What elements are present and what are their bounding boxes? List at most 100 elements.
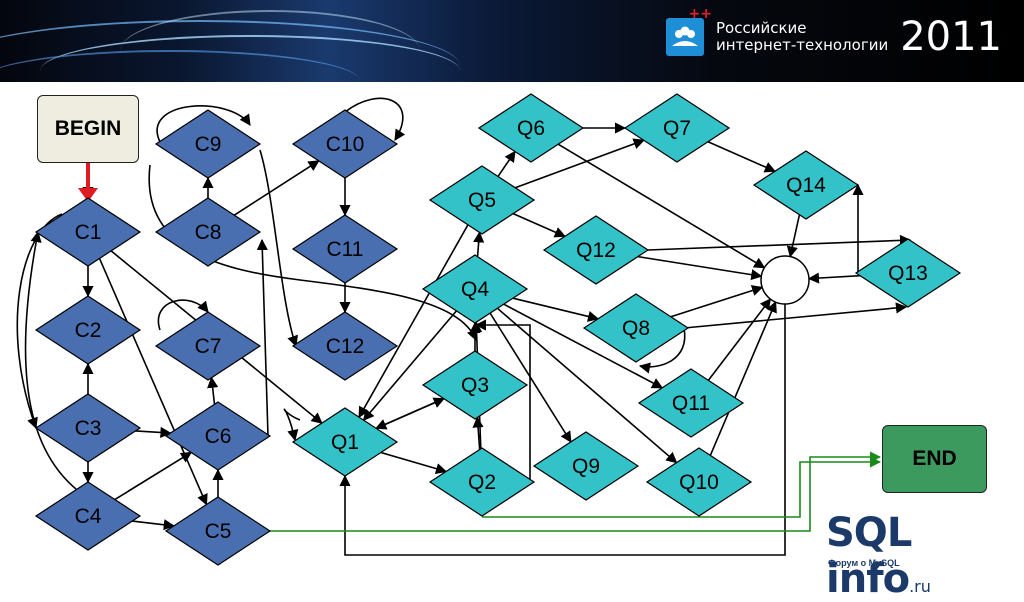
node-shape: [291, 109, 399, 179]
edge-q4-q11: [503, 303, 664, 389]
edge-c10-self-loop: [344, 97, 406, 141]
node-label: C7: [195, 335, 222, 358]
edge-q5-q12: [512, 212, 566, 238]
node-shape: [164, 496, 272, 566]
edge-c4-c1-loop: [24, 230, 89, 499]
node-c1: C1: [34, 197, 142, 267]
node-q14: Q14: [752, 150, 860, 220]
node-shape: [582, 293, 690, 363]
edge-c6-c7: [207, 376, 219, 405]
edge-c3-c6: [135, 426, 172, 439]
node-label: C11: [327, 238, 364, 261]
node-q10: Q10: [645, 447, 753, 517]
node-label: C10: [326, 133, 365, 156]
end-node: END: [882, 425, 987, 493]
node-q8: Q8: [582, 293, 690, 363]
edge-q13-junction: [807, 272, 861, 284]
node-c2: C2: [34, 295, 142, 365]
sqlinfo-logo: SQL info.ru Форум о MySQL: [826, 510, 1016, 602]
node-c5: C5: [164, 496, 272, 566]
edge-q4-q1: [362, 310, 458, 421]
node-label: C12: [326, 335, 365, 358]
edge-c1-c5: [98, 258, 208, 506]
brand-year: 2011: [900, 14, 1002, 60]
logo-subtitle: Форум о MySQL: [828, 558, 900, 568]
node-c8: C8: [154, 197, 262, 267]
node-label: Q6: [517, 117, 545, 140]
node-label: C1: [75, 221, 102, 244]
edge-c4-c6: [114, 451, 193, 501]
edge-q7-q14: [707, 140, 776, 173]
logo-main-text: SQL info: [826, 510, 912, 602]
node-q5: Q5: [428, 165, 536, 235]
node-shape: [428, 165, 536, 235]
node-label: Q13: [888, 262, 928, 285]
edge-q10-junction: [709, 301, 777, 456]
edge-c7-self-loop: [157, 299, 209, 331]
node-q2: Q2: [428, 447, 536, 517]
node-shape: [623, 93, 731, 163]
node-shape: [34, 481, 142, 551]
node-c3: C3: [34, 393, 142, 463]
node-q4: Q4: [421, 254, 529, 324]
node-shape: [154, 109, 262, 179]
node-c12: C12: [291, 311, 399, 381]
node-q9: Q9: [532, 431, 640, 501]
edge-c1-c3-loop: [16, 213, 63, 430]
edge-c9-q3: [148, 164, 478, 342]
node-c11: C11: [291, 214, 399, 284]
brand-line-2: интернет-технологии: [716, 36, 889, 54]
edge-q2-end: [482, 456, 882, 518]
node-shape: [542, 215, 650, 285]
edge-q1-q2: [380, 451, 448, 475]
node-label: Q9: [572, 455, 600, 478]
node-label: Q3: [461, 374, 489, 397]
node-label: Q2: [468, 471, 496, 494]
node-label: Q4: [461, 278, 489, 301]
edge-c9-self-loop: [156, 105, 251, 143]
node-shape: [34, 197, 142, 267]
node-c10: C10: [291, 109, 399, 179]
node-q12: Q12: [542, 215, 650, 285]
edge-q5-q1: [358, 224, 469, 419]
node-q1: Q1: [291, 407, 399, 477]
node-q11: Q11: [637, 368, 745, 438]
node-shape: [154, 311, 262, 381]
edge-c5-end: [270, 451, 882, 532]
node-shape: [291, 214, 399, 284]
edge-c4-c5: [132, 519, 175, 531]
node-shape: [428, 447, 536, 517]
node-label: C6: [205, 425, 232, 448]
edges: [16, 97, 912, 556]
node-c6: C6: [164, 401, 272, 471]
edge-q8-self-loop: [638, 327, 686, 374]
node-shape: [637, 368, 745, 438]
begin-node: BEGIN: [37, 95, 139, 163]
node-label: Q8: [622, 317, 650, 340]
node-c7: C7: [154, 311, 262, 381]
node-c4: C4: [34, 481, 142, 551]
node-label: C8: [195, 221, 222, 244]
edge-q3-q1: [375, 397, 445, 430]
conference-brand: ++ Российские интернет-технологии 2011: [666, 6, 1002, 60]
node-label: C4: [75, 505, 102, 528]
edge-c8-c10: [233, 160, 320, 216]
edge-q12-q13: [647, 234, 912, 251]
edge-q4-q8: [512, 297, 600, 322]
node-shape: [854, 238, 962, 308]
node-shape: [34, 393, 142, 463]
node-q3: Q3: [421, 350, 529, 420]
edge-q4-q5: [473, 231, 485, 257]
node-label: Q12: [576, 239, 616, 262]
node-label: Q5: [468, 189, 496, 212]
edge-q8-junction: [670, 285, 764, 318]
brand-text: Российские интернет-технологии: [716, 20, 888, 54]
edge-q5-q6: [497, 150, 516, 177]
node-q13: Q13: [854, 238, 962, 308]
people-icon: ++: [666, 6, 712, 56]
edge-q1-self-loop: [283, 408, 301, 442]
edge-q11-junction: [707, 298, 772, 381]
begin-arrow-head: [78, 188, 98, 202]
plus-mark: ++: [688, 6, 712, 22]
